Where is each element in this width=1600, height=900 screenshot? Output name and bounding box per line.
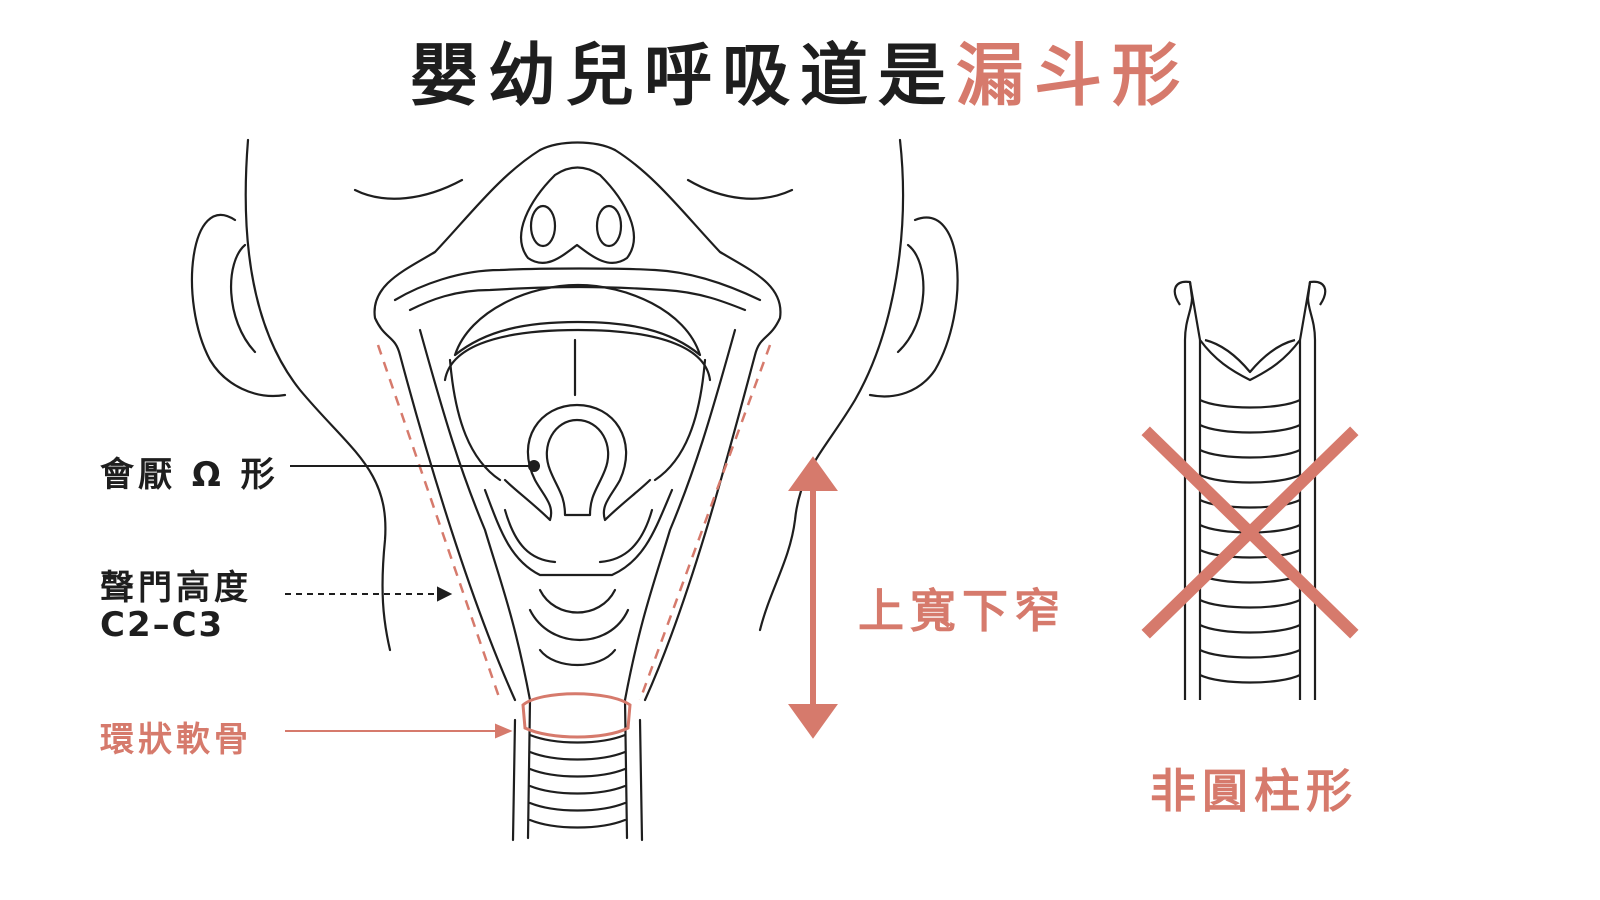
label-glottis-level: C2–C3 [100, 605, 225, 645]
palate [453, 283, 702, 357]
eye-left [353, 178, 464, 200]
cylinder-outer-right [1306, 280, 1327, 700]
face-outline-left [244, 138, 392, 652]
funnel-dash-right [638, 344, 772, 701]
epiglottis-dot [528, 460, 540, 472]
face-outline-right [758, 138, 905, 632]
page-title: 嬰幼兒呼吸道是漏斗形 [0, 20, 1600, 119]
reject-cross-b [1141, 426, 1359, 639]
title-accent: 漏斗形 [956, 37, 1191, 116]
title-main: 嬰幼兒呼吸道是 [409, 37, 956, 116]
nose-outer [373, 148, 542, 702]
label-glottis-height: 聲門高度 [100, 568, 252, 608]
label-not-cylinder: 非圓柱形 [1150, 764, 1358, 818]
label-cricoid: 環狀軟骨 [100, 720, 252, 760]
ear-right-inner [896, 243, 925, 354]
ear-left [190, 213, 287, 398]
label-funnel: 上寬下窄 [858, 584, 1066, 638]
cricoid-ring [521, 692, 632, 739]
label-epiglottis: 會厭 Ω 形 [100, 455, 279, 495]
eye-right [686, 178, 794, 200]
funnel-dash-left [376, 344, 502, 701]
epiglottis-shape [503, 403, 652, 522]
ear-left-inner [230, 243, 257, 354]
cylinder-outer-left [1173, 280, 1194, 700]
ear-right [868, 216, 959, 398]
